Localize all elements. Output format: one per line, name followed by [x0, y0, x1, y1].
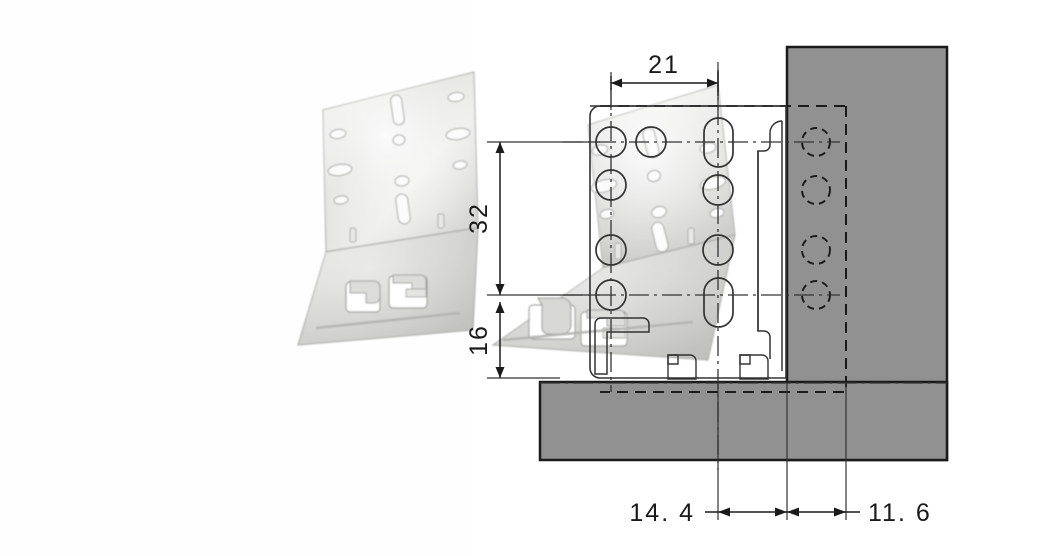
bracket-photographs — [0, 0, 736, 556]
bracket-hook-cutouts — [345, 274, 428, 313]
bracket-tabs — [349, 213, 445, 243]
dimension-32-label: 32 — [465, 202, 493, 234]
bracket-photo-right — [491, 84, 736, 361]
dimension-upper-height: 32 — [465, 142, 505, 295]
bracket-hook-profile — [594, 317, 650, 375]
dimension-16-label: 16 — [465, 324, 493, 356]
dimension-top-width: 21 — [610, 51, 719, 96]
bracket2-hole-pattern — [590, 127, 727, 253]
bracket-hole-pattern — [327, 91, 471, 225]
dimension-14-4-label: 14. 4 — [629, 499, 695, 527]
dimension-11-6-label: 11. 6 — [868, 499, 932, 527]
bracket2-foot-front-rib — [502, 320, 694, 342]
cabinet-bottom-panel — [538, 380, 949, 462]
flange-highlight — [323, 72, 478, 252]
bracket2-tabs — [614, 227, 695, 260]
extension-lines — [487, 62, 847, 520]
bracket-bottom-tabs — [667, 354, 769, 380]
bracket-photo-left — [297, 71, 479, 346]
dimension-lower-height: 16 — [465, 302, 505, 378]
bracket-fold-profile — [757, 120, 783, 371]
bracket2-flange-highlight — [588, 85, 735, 268]
dimension-bottom-left: 14. 4 — [629, 499, 787, 527]
foot-front-rib — [315, 311, 461, 330]
dimension-bottom-right: 11. 6 — [787, 499, 932, 527]
bracket-outline — [589, 105, 787, 379]
dimension-21-label: 21 — [648, 51, 680, 79]
